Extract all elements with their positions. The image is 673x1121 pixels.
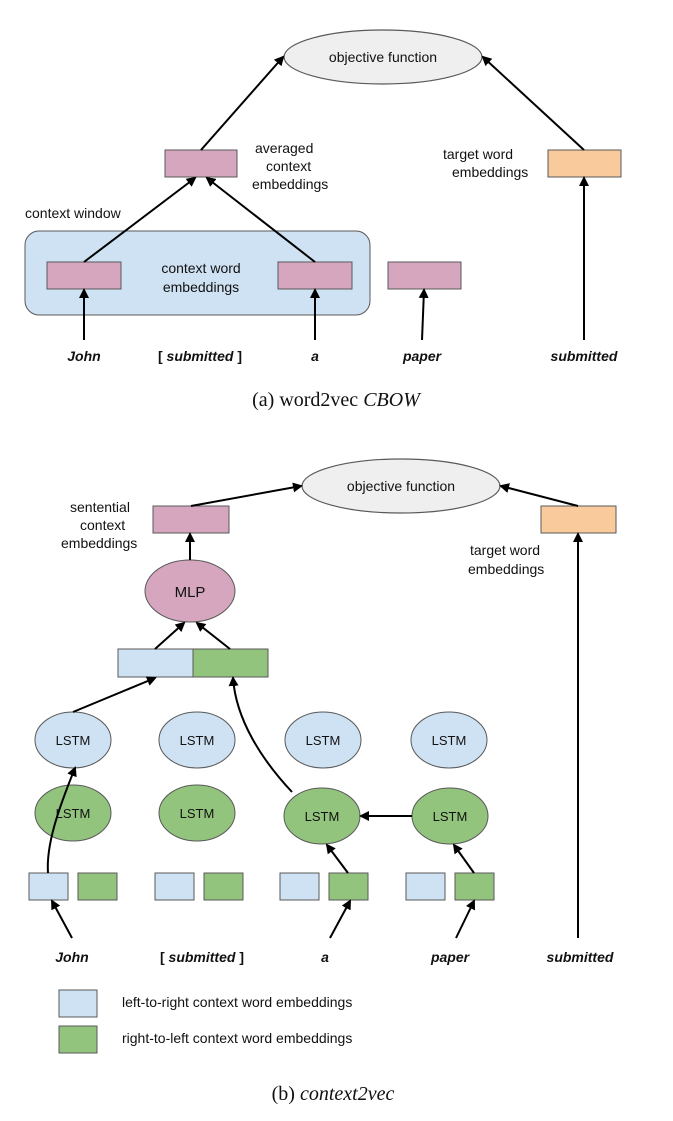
- c2v-arrow-word-a: [329, 899, 351, 939]
- c2v-legend-ltr-swatch: [58, 989, 98, 1018]
- c2v-panel: objective function sentential context em…: [28, 458, 617, 1105]
- c2v-sentential-label-1: sentential: [70, 499, 130, 515]
- cbow-arrow-word-paper: [418, 288, 429, 341]
- cbow-panel: objective function averaged context embe…: [24, 29, 622, 411]
- c2v-lstm-bottom-1-label: LSTM: [56, 806, 91, 821]
- cbow-objective-label: objective function: [329, 49, 437, 65]
- cbow-averaged-box: [164, 149, 238, 178]
- c2v-word-john: John: [55, 949, 88, 965]
- cbow-word-a: a: [311, 348, 319, 364]
- cbow-word-submitted-bracketed: [ submitted ]: [158, 348, 242, 364]
- c2v-arrow-sentential-to-objective: [190, 482, 303, 507]
- c2v-lstm-top-4: [410, 711, 488, 769]
- cbow-context-window-label: context window: [25, 205, 122, 221]
- c2v-legend-rtl-swatch: [58, 1025, 98, 1054]
- c2v-arrow-emb-john-to-lstm-top1: [46, 766, 77, 874]
- c2v-mlp-label: MLP: [175, 584, 206, 601]
- c2v-target-label-2: embeddings: [468, 561, 544, 577]
- cbow-word-target: submitted: [551, 348, 618, 364]
- c2v-lstm-top-2-label: LSTM: [180, 733, 215, 748]
- c2v-emb-rtl-a: [328, 872, 369, 901]
- c2v-arrow-word-john: [51, 899, 73, 939]
- cbow-arrow-john-to-avg: [83, 176, 197, 263]
- cbow-context-word-label-1: context word: [161, 260, 240, 276]
- cbow-target-label-2: embeddings: [452, 164, 528, 180]
- c2v-arrow-emb-a-to-lstm: [325, 843, 349, 874]
- cbow-target-label-1: target word: [443, 146, 513, 162]
- c2v-arrow-emb-paper-to-lstm: [452, 843, 475, 874]
- cbow-word-paper: paper: [402, 348, 443, 364]
- c2v-emb-ltr-john: [28, 872, 69, 901]
- cbow-context-window: [24, 230, 371, 316]
- cbow-averaged-label-2: context: [266, 158, 311, 174]
- c2v-lstm-bottom-2: [158, 784, 236, 842]
- cbow-averaged-label-3: embeddings: [252, 176, 328, 192]
- c2v-target-box: [540, 505, 617, 534]
- cbow-averaged-label-1: averaged: [255, 140, 313, 156]
- c2v-lstm-bottom-3-label: LSTM: [305, 809, 340, 824]
- c2v-lstm-top-1-label: LSTM: [56, 733, 91, 748]
- c2v-emb-ltr-paper: [405, 872, 446, 901]
- c2v-arrow-target-to-objective: [499, 483, 579, 507]
- c2v-emb-ltr-a: [279, 872, 320, 901]
- c2v-arrow-concat-right-to-mlp: [195, 621, 231, 650]
- c2v-lstm-top-4-label: LSTM: [432, 733, 467, 748]
- c2v-word-paper: paper: [430, 949, 471, 965]
- c2v-lstm-bottom-4-label: LSTM: [433, 809, 468, 824]
- cbow-arrow-avg-to-objective: [200, 55, 285, 151]
- c2v-word-target: submitted: [547, 949, 614, 965]
- c2v-lstm-top-3: [284, 711, 362, 769]
- c2v-lstm-top-3-label: LSTM: [306, 733, 341, 748]
- c2v-lstm-bottom-2-label: LSTM: [180, 806, 215, 821]
- cbow-context-word-label-2: embeddings: [163, 279, 239, 295]
- c2v-sentential-label-2: context: [80, 517, 125, 533]
- c2v-emb-ltr-submitted: [154, 872, 195, 901]
- cbow-caption: (a) word2vec CBOW: [252, 389, 422, 411]
- c2v-lstm-top-2: [158, 711, 236, 769]
- c2v-legend-ltr-label: left-to-right context word embeddings: [122, 994, 352, 1010]
- cbow-arrow-a-to-avg: [205, 176, 316, 263]
- c2v-legend-rtl-label: right-to-left context word embeddings: [122, 1030, 352, 1046]
- c2v-emb-rtl-submitted: [203, 872, 244, 901]
- c2v-caption: (b) context2vec: [272, 1083, 395, 1105]
- c2v-concat-right-box: [192, 648, 269, 678]
- c2v-concat-left-box: [117, 648, 194, 678]
- cbow-target-box: [547, 149, 622, 178]
- c2v-arrow-concat-left-to-mlp: [154, 621, 186, 650]
- cbow-word-john: John: [67, 348, 100, 364]
- c2v-sentential-box: [152, 505, 230, 534]
- c2v-emb-rtl-paper: [454, 872, 495, 901]
- cbow-context-box-a: [277, 261, 353, 290]
- c2v-word-submitted-bracketed: [ submitted ]: [160, 949, 244, 965]
- c2v-target-label-1: target word: [470, 542, 540, 558]
- c2v-emb-rtl-john: [77, 872, 118, 901]
- cbow-context-box-john: [46, 261, 122, 290]
- c2v-arrow-word-paper: [455, 899, 475, 939]
- c2v-arrow-lstm-top1-to-concat: [72, 676, 157, 713]
- c2v-arrow-lstm-bottom3-to-concat: [228, 676, 293, 793]
- cbow-arrow-target-to-objective: [481, 55, 585, 151]
- c2v-objective-label: objective function: [347, 478, 455, 494]
- c2v-sentential-label-3: embeddings: [61, 535, 137, 551]
- cbow-context-box-paper: [387, 261, 462, 290]
- c2v-word-a: a: [321, 949, 329, 965]
